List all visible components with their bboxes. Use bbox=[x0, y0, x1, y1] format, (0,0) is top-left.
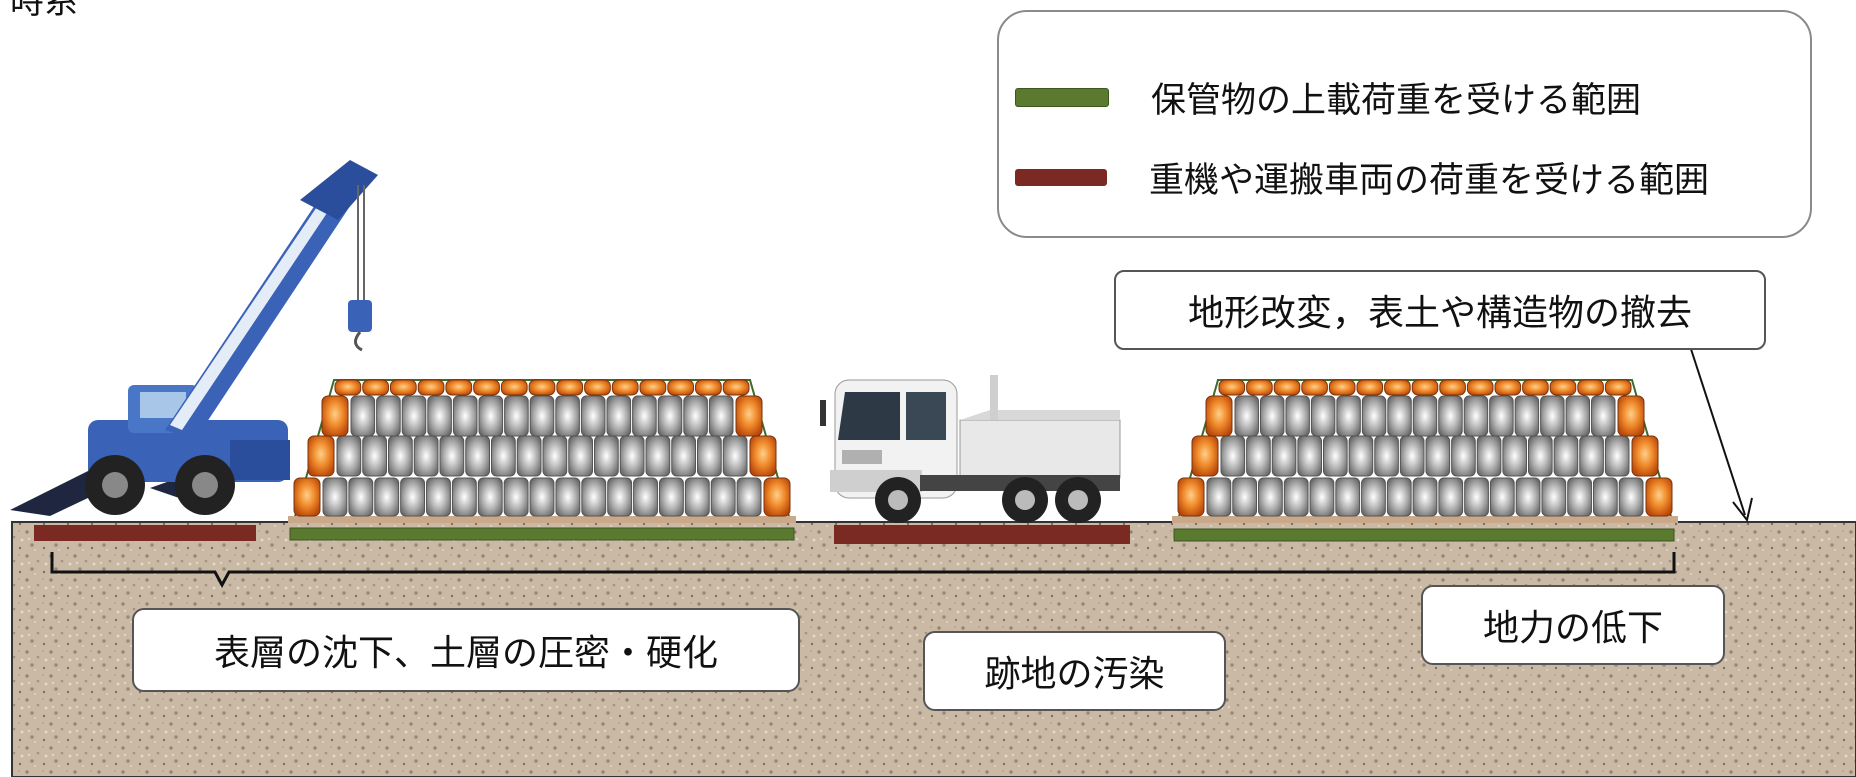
bag-stack-left bbox=[288, 379, 796, 523]
legend: 保管物の上載荷重を受ける範囲 重機や運搬車両の荷重を受ける範囲 bbox=[997, 10, 1812, 238]
legend-item-load: 重機や運搬車両の荷重を受ける範囲 bbox=[1015, 152, 1709, 203]
bag-stack-right bbox=[1172, 379, 1678, 523]
dump-truck-icon bbox=[820, 375, 1121, 523]
contamination-label: 跡地の汚染 bbox=[923, 631, 1226, 711]
terrain-change-label: 地形改変，表土や構造物の撤去 bbox=[1114, 270, 1766, 350]
subsidence-label: 表層の沈下、土層の圧密・硬化 bbox=[132, 608, 800, 692]
storage-band-left bbox=[289, 527, 795, 541]
legend-item-storage: 保管物の上載荷重を受ける範囲 bbox=[1015, 72, 1641, 123]
fertility-loss-label: 地力の低下 bbox=[1421, 585, 1725, 665]
surface-brace bbox=[50, 552, 1676, 589]
load-band-left bbox=[34, 525, 256, 541]
partial-top-text: 時系 bbox=[10, 0, 78, 22]
terrain-arrow-head bbox=[1732, 497, 1753, 523]
crane-icon bbox=[10, 160, 378, 516]
legend-swatch-storage bbox=[1015, 88, 1109, 107]
legend-swatch-load bbox=[1015, 169, 1107, 186]
load-band-center bbox=[834, 525, 1130, 544]
legend-label-load: 重機や運搬車両の荷重を受ける範囲 bbox=[1149, 161, 1710, 201]
storage-band-right bbox=[1173, 528, 1675, 542]
terrain-arrow bbox=[1689, 345, 1746, 516]
legend-label-storage: 保管物の上載荷重を受ける範囲 bbox=[1151, 81, 1642, 121]
